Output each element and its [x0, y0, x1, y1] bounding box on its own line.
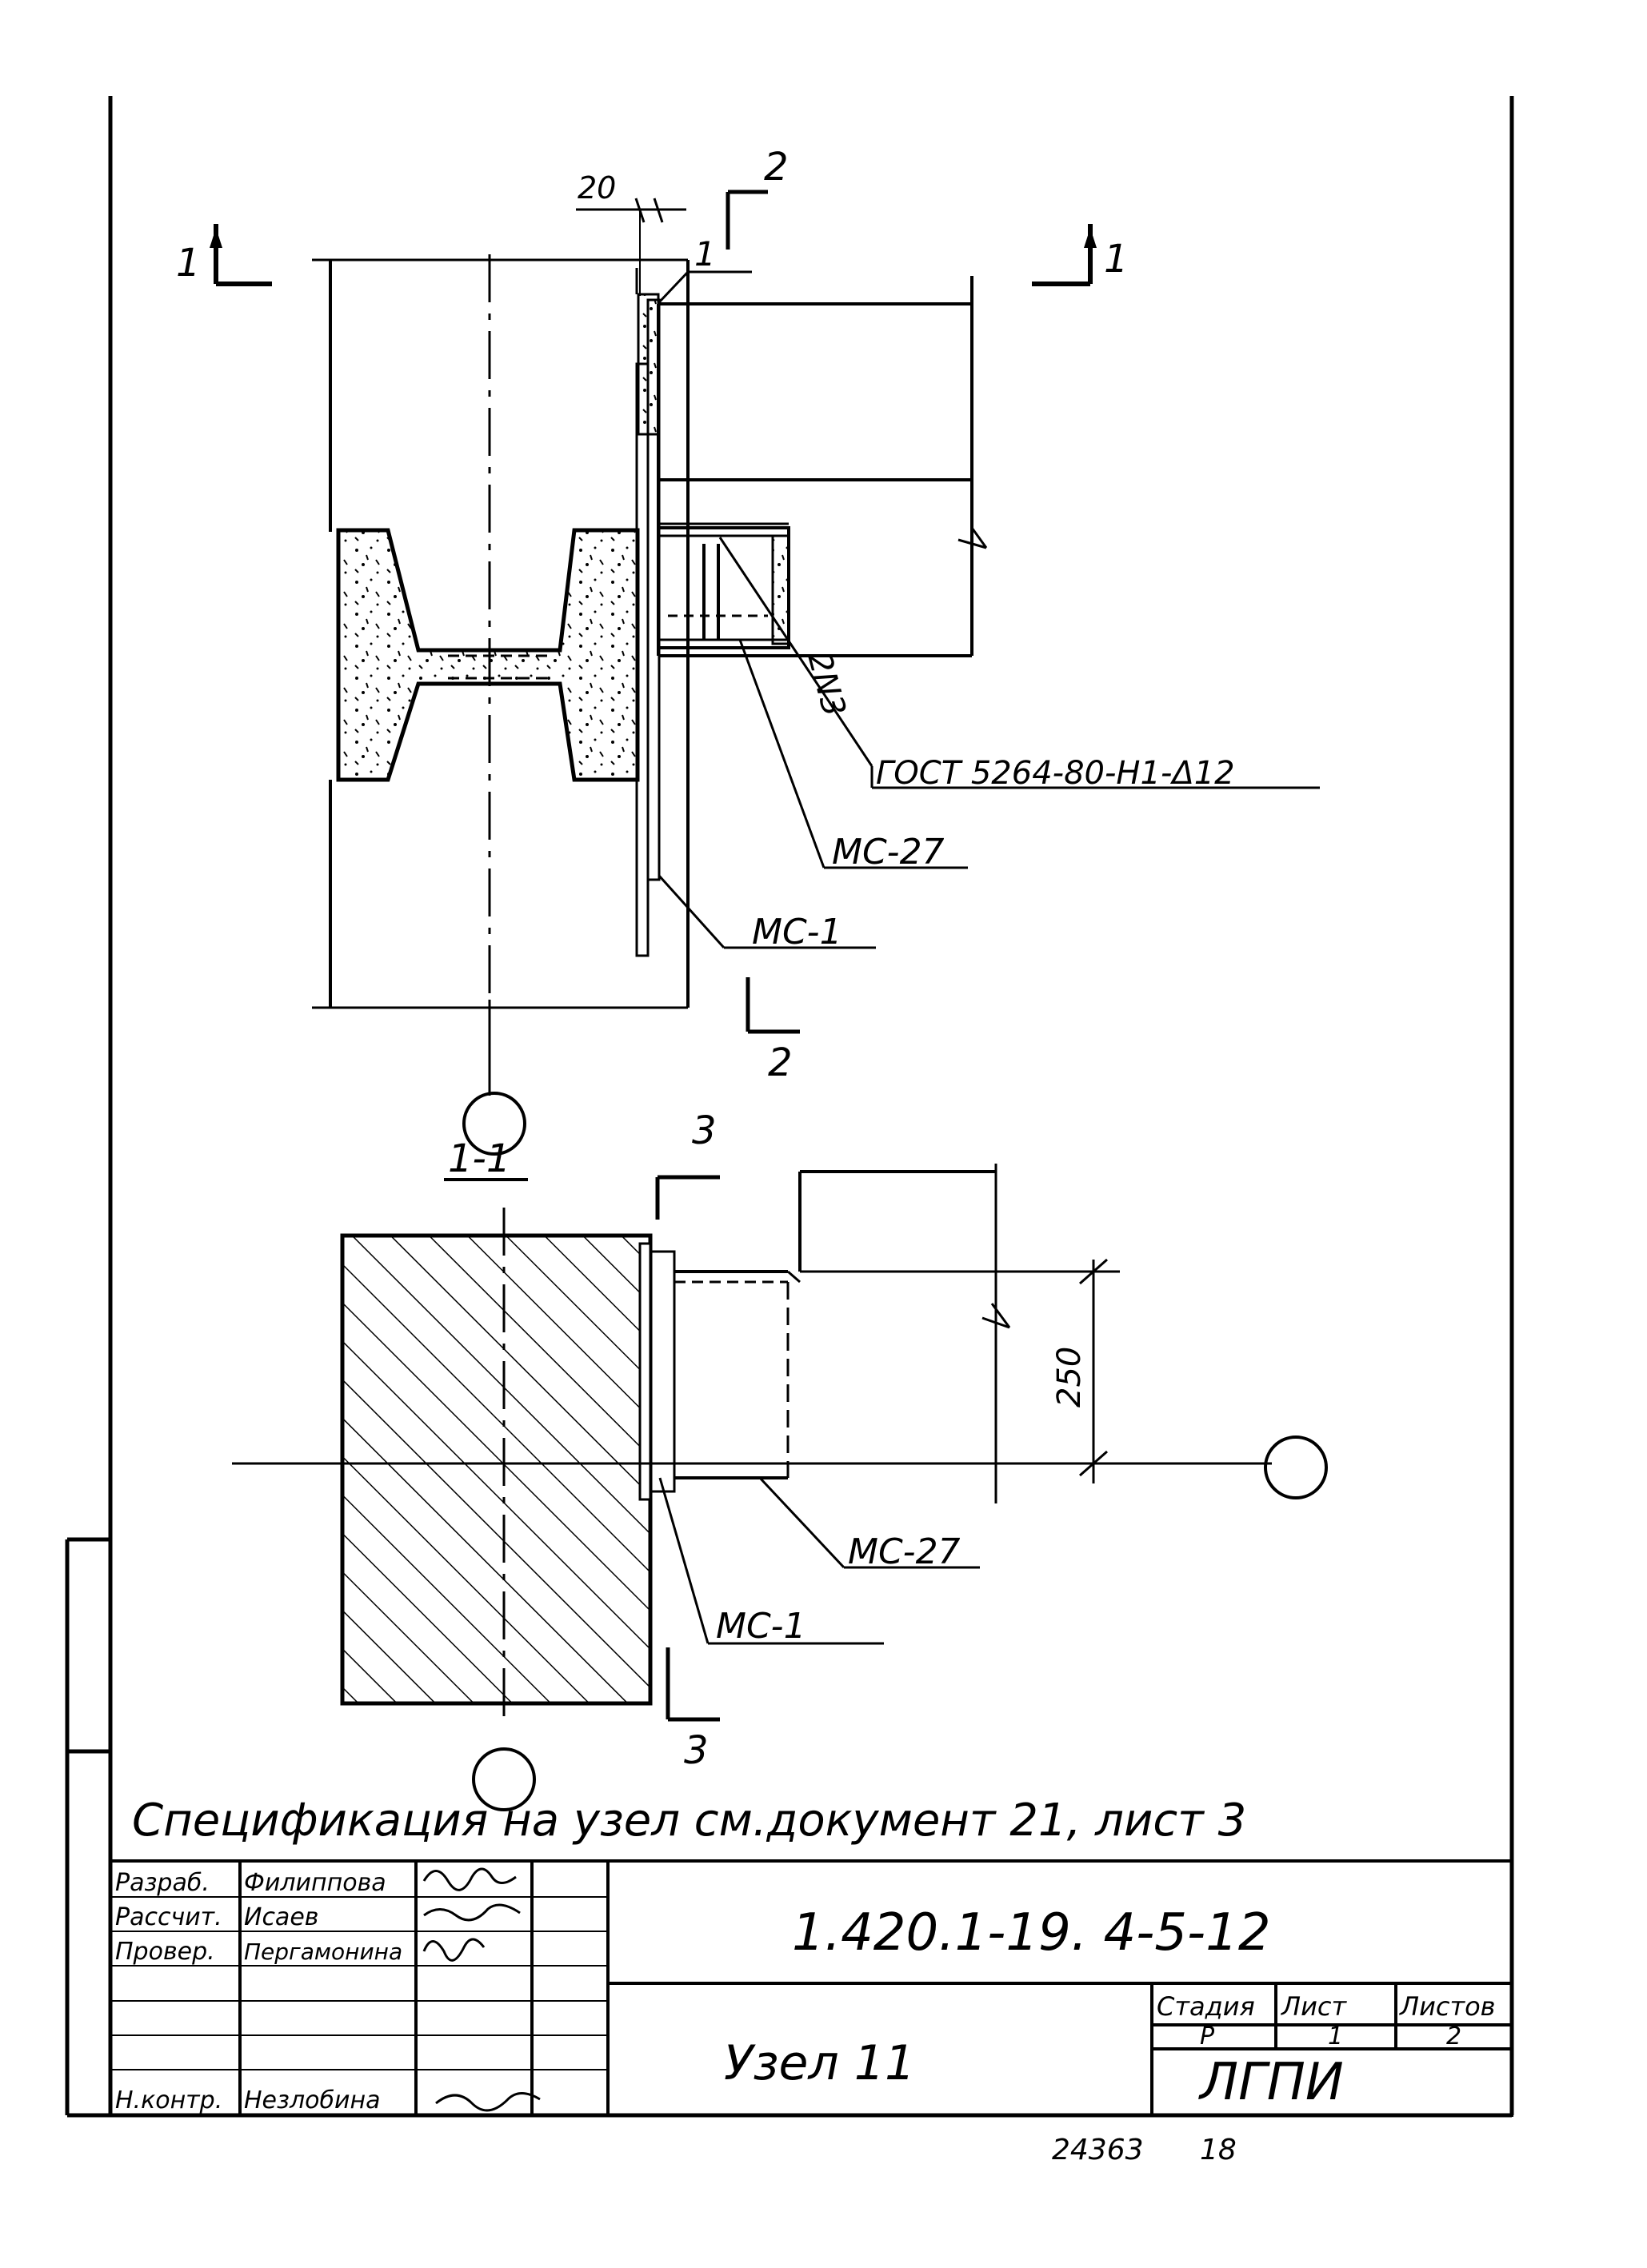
weld-count: 2N3: [800, 649, 852, 721]
labels: 1 1 2 2 20 1 2N3 ГОСТ 5264-80-Н1-Δ12 МС-…: [115, 145, 1496, 2166]
name-2: Пергамонина: [244, 1939, 402, 1965]
role-0: Разраб.: [115, 1869, 210, 1897]
section-label-1-left: 1: [176, 241, 201, 285]
sheet-value: 1: [1328, 2022, 1343, 2050]
dim-20: 20: [578, 170, 616, 206]
signatures: [422, 1867, 541, 2112]
name-6: Незлобина: [244, 2086, 381, 2114]
callout-mc1-section: МС-1: [716, 1606, 806, 1647]
org-name: ЛГПИ: [1198, 2053, 1344, 2112]
role-6: Н.контр.: [115, 2086, 222, 2114]
axis-bubble-bottom: [472, 1747, 536, 1811]
archive-number: 24363: [1052, 2134, 1144, 2166]
callout-mc1-plan: МС-1: [752, 912, 842, 952]
stage-value: Р: [1200, 2022, 1215, 2050]
section-label-1-right: 1: [1104, 237, 1129, 282]
section-mark-1-left: [210, 224, 272, 286]
section-mark-1-right: [1032, 224, 1097, 286]
column-section: [340, 1233, 653, 1706]
section-title-1-1: 1-1: [448, 1136, 510, 1181]
name-1: Исаев: [244, 1903, 318, 1931]
weld-gost: ГОСТ 5264-80-Н1-Δ12: [876, 755, 1235, 792]
section-mark-2-bottom: [746, 977, 800, 1034]
role-1: Рассчит.: [115, 1903, 222, 1931]
callout-mc27-plan: МС-27: [832, 832, 945, 872]
title-block-frame: [109, 1859, 1513, 2117]
leader-label-1: 1: [694, 234, 716, 274]
callout-mc27-section: МС-27: [848, 1531, 961, 1572]
plan-view: [210, 190, 1320, 1096]
section-label-3-bottom: 3: [684, 1728, 709, 1773]
section-mark-3-top: [655, 1175, 720, 1220]
section-mark-2-top: [726, 190, 768, 250]
sheets-value: 2: [1446, 2022, 1461, 2050]
sheets-label: Листов: [1399, 1991, 1496, 2022]
section-label-2-bottom: 2: [768, 1040, 793, 1085]
node-title: Узел 11: [724, 2035, 915, 2091]
axis-bubble-plan: [462, 1092, 526, 1156]
dim-250: 250: [1051, 1347, 1088, 1408]
sheet-label: Лист: [1281, 1991, 1347, 2022]
embedded-mc27: [657, 526, 790, 649]
doc-code: 1.420.1-19. 4-5-12: [792, 1903, 1271, 1963]
axis-bubble-right: [1264, 1435, 1328, 1499]
page-number: 18: [1200, 2134, 1237, 2166]
section-mark-3-bottom: [666, 1647, 720, 1722]
name-0: Филиппова: [244, 1869, 386, 1897]
section-label-3-top: 3: [692, 1108, 717, 1153]
section-label-2-top: 2: [764, 145, 789, 190]
role-2: Провер.: [115, 1938, 215, 1966]
section-1-1-view: [232, 1164, 1272, 1727]
stage-label: Стадия: [1157, 1991, 1255, 2022]
spec-note: Спецификация на узел см.документ 21, лис…: [132, 1795, 1246, 1847]
